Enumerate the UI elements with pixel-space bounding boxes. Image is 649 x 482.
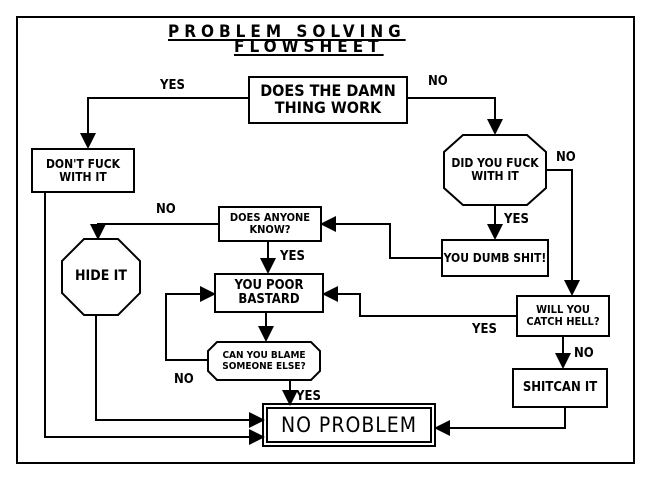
label-fuck-yes: YES (504, 212, 529, 227)
node-hide-it: HIDE IT (75, 268, 127, 285)
diagram-frame (16, 16, 635, 464)
node-does-anyone-know: DOES ANYONE KNOW? (218, 206, 322, 242)
label-anyone-no: NO (156, 202, 176, 217)
node-you-dumb-shit: YOU DUMB SHIT! (441, 239, 549, 277)
label-work-yes: YES (160, 78, 185, 93)
title-line-2: FLOWSHEET (234, 37, 384, 57)
node-does-it-work: DOES THE DAMN THING WORK (248, 76, 408, 124)
title-line-1: PROBLEM SOLVING (168, 22, 406, 42)
edge-anyone-no (90, 223, 218, 240)
label-hell-yes: YES (472, 322, 497, 337)
label-fuck-no: NO (556, 150, 576, 165)
label-work-no: NO (428, 74, 448, 89)
edge-work-no (408, 97, 503, 135)
node-you-poor-bastard: YOU POOR BASTARD (214, 273, 324, 313)
label-blame-no: NO (174, 372, 194, 387)
edge-dontfuck-noproblem (44, 193, 265, 445)
edge-fuck-no (545, 169, 580, 296)
node-no-problem: NO PROBLEM (262, 403, 436, 447)
label-blame-yes: YES (296, 389, 321, 404)
node-can-you-blame: CAN YOU BLAME SOMEONE ELSE? (222, 350, 306, 372)
node-did-you-fuck-with-it: DID YOU FUCK WITH IT (451, 155, 539, 183)
octagon-hide-it (61, 238, 141, 316)
label-anyone-yes: YES (280, 249, 305, 264)
edge-shitcan-noproblem (434, 408, 566, 436)
edge-blame-no (165, 286, 216, 361)
shape-can-you-blame (207, 341, 321, 381)
node-dont-fuck-with-it: DON'T FUCK WITH IT (31, 148, 135, 193)
node-will-you-catch-hell: WILL YOU CATCH HELL? (516, 295, 610, 337)
octagon-did-you-fuck (443, 134, 547, 206)
node-shitcan-it: SHITCAN IT (512, 368, 608, 408)
edge-hell-yes (322, 286, 516, 317)
edge-work-yes (80, 97, 248, 149)
edge-hide-noproblem (95, 314, 265, 428)
edge-dumb-anyone (320, 216, 441, 259)
label-hell-no: NO (574, 346, 594, 361)
